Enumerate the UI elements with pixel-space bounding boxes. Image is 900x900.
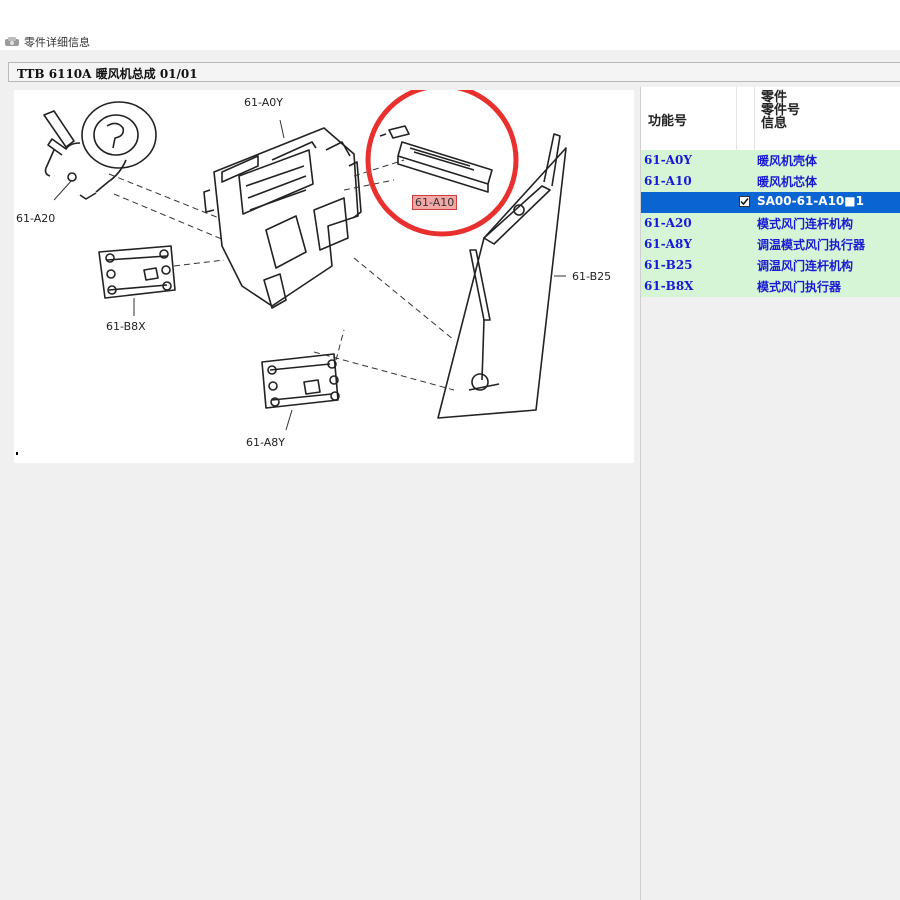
- column-header-part-info[interactable]: 零件 零件号 信息: [761, 91, 800, 130]
- assembly-title: TTB 6110A 暖风机总成 01/01: [17, 67, 198, 81]
- parts-grid: 61-A0Y 暖风机壳体 61-A10 暖风机芯体 SA00-61-A10■1 …: [641, 150, 900, 297]
- check-icon: [740, 198, 749, 206]
- diagram-pane: 61-A0Y 61-A10 61-A20 61-B8X 61-A8Y 61-B2…: [8, 83, 638, 900]
- callout-61-a10[interactable]: 61-A10: [412, 195, 458, 210]
- window-app-icon: [5, 37, 19, 46]
- leader-a8y: [313, 351, 455, 391]
- part-name: 模式风门连杆机构: [757, 217, 854, 231]
- window-title: 零件详细信息: [24, 36, 90, 49]
- leader-a20b: [108, 173, 220, 219]
- diagram-drawing: [16, 83, 567, 455]
- part-61-b25-drawing: [437, 133, 567, 419]
- part-row[interactable]: 61-B8X 模式风门执行器: [641, 276, 900, 297]
- part-61-a10-drawing: [379, 125, 493, 193]
- part-row[interactable]: 61-A8Y 调温模式风门执行器: [641, 234, 900, 255]
- part-61-a0y-drawing: [203, 127, 362, 309]
- part-61-a8y-drawing: [261, 353, 340, 409]
- part-61-b8x-drawing: [98, 245, 176, 299]
- part-function-no: 61-A20: [644, 216, 692, 230]
- part-function-no: 61-A8Y: [644, 237, 692, 251]
- part-select-checkbox[interactable]: [739, 196, 750, 207]
- part-function-no: 61-B25: [644, 258, 693, 272]
- part-number: SA00-61-A10■1: [757, 194, 864, 208]
- exploded-diagram[interactable]: 61-A0Y 61-A10 61-A20 61-B8X 61-A8Y 61-B2…: [14, 83, 634, 463]
- leader-a10b: [343, 179, 395, 191]
- content-area: TTB 6110A 暖风机总成 01/01: [0, 50, 900, 900]
- callout-61-a0y: 61-A0Y: [244, 96, 283, 109]
- part-row[interactable]: 61-A20 模式风门连杆机构: [641, 213, 900, 234]
- part-61-a20-drawing: [43, 101, 157, 200]
- part-function-no: 61-A10: [644, 174, 692, 188]
- part-number-row-selected[interactable]: SA00-61-A10■1: [641, 192, 900, 213]
- part-function-no: 61-A0Y: [644, 153, 692, 167]
- part-function-no: 61-B8X: [644, 279, 694, 293]
- part-name: 暖风机壳体: [757, 154, 818, 168]
- part-name: 调温风门连杆机构: [757, 259, 854, 273]
- part-name: 模式风门执行器: [757, 280, 842, 294]
- part-row[interactable]: 61-B25 调温风门连杆机构: [641, 255, 900, 276]
- leader-b8x: [173, 259, 225, 267]
- part-name: 暖风机芯体: [757, 175, 818, 189]
- callout-61-a20: 61-A20: [16, 212, 56, 225]
- column-header-line: 零件号: [761, 103, 801, 118]
- column-header-line: 零件: [761, 90, 788, 105]
- callout-61-b8x: 61-B8X: [106, 320, 146, 333]
- column-header-function-no[interactable]: 功能号: [648, 114, 688, 129]
- callout-61-a8y: 61-A8Y: [246, 436, 285, 449]
- part-row[interactable]: 61-A0Y 暖风机壳体: [641, 150, 900, 171]
- leader-a10: [353, 159, 405, 177]
- part-row[interactable]: 61-A10 暖风机芯体: [641, 171, 900, 192]
- leader-b25: [353, 257, 455, 341]
- part-name: 调温模式风门执行器: [757, 238, 866, 252]
- column-divider[interactable]: [736, 87, 737, 150]
- window-title-bar: 零件详细信息: [0, 0, 900, 50]
- parts-list-pane: 功能号 零件 零件号 信息 61-A0Y 暖风机壳体 61-A10 暖风机芯体: [640, 87, 900, 900]
- column-divider[interactable]: [754, 87, 755, 150]
- highlight-circle: [365, 83, 519, 237]
- leader-a8y-up: [335, 329, 345, 361]
- grid-header: 功能号 零件 零件号 信息: [641, 87, 900, 151]
- leader-a20: [113, 193, 225, 241]
- callout-61-b25: 61-B25: [572, 270, 612, 283]
- column-header-line: 信息: [761, 116, 788, 131]
- assembly-header: TTB 6110A 暖风机总成 01/01: [8, 62, 900, 82]
